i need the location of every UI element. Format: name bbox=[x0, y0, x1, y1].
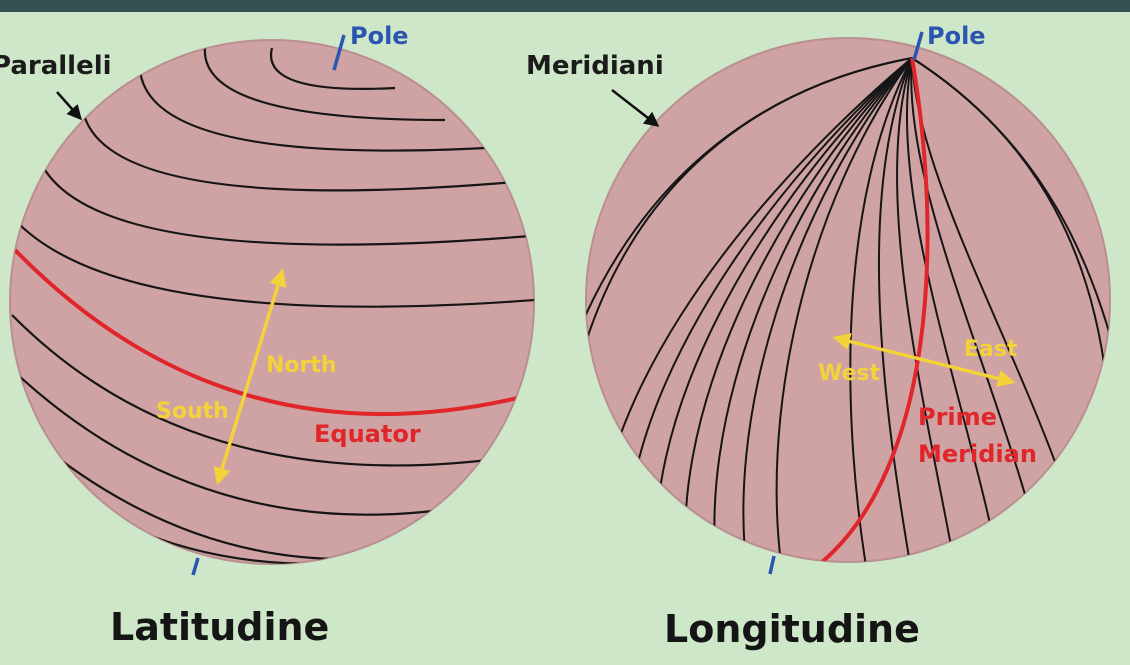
latitudine-caption: Latitudine bbox=[110, 605, 329, 649]
east-label: East bbox=[964, 337, 1018, 362]
longitudine-caption: Longitudine bbox=[664, 607, 920, 651]
meridiani-label: Meridiani bbox=[526, 51, 664, 81]
right-pole-label: Pole bbox=[927, 22, 986, 50]
paralleli-label: Paralleli bbox=[0, 51, 112, 81]
north-label: North bbox=[266, 353, 337, 378]
paralleli-pointer bbox=[57, 92, 80, 118]
left-pole-label: Pole bbox=[350, 22, 409, 50]
south-label: South bbox=[156, 399, 229, 424]
meridian-label: Meridian bbox=[918, 440, 1037, 468]
left-pole-bottom-marker bbox=[193, 558, 198, 575]
longitude-globe: Meridiani Pole West East Prime Meridian … bbox=[526, 22, 1130, 651]
equator-label: Equator bbox=[314, 420, 421, 448]
meridiani-pointer bbox=[612, 90, 657, 125]
right-pole-bottom-marker bbox=[770, 556, 774, 574]
prime-label: Prime bbox=[918, 403, 997, 431]
west-label: West bbox=[818, 361, 880, 386]
latitude-globe: Paralleli Pole North South Equator Latit… bbox=[0, 22, 535, 649]
